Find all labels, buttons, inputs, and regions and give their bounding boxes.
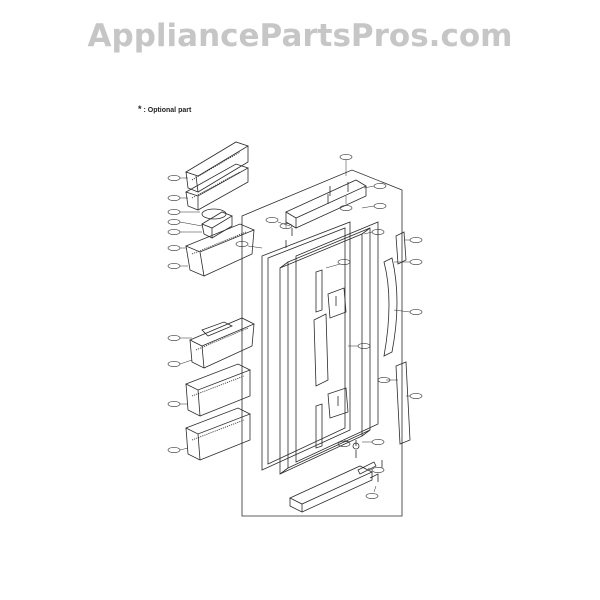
door-bin-lower-1: [185, 363, 251, 417]
door-gasket: [261, 221, 351, 471]
handle-cap-top: [395, 231, 407, 265]
handle-inner: [313, 269, 329, 449]
optional-part-label: : Optional part: [143, 107, 192, 114]
door-bin-top: [185, 141, 249, 193]
bin-clip-parts: [201, 208, 233, 239]
door-bin-large: [184, 223, 256, 277]
door-bin-divided: [189, 317, 255, 369]
callout-bubbles: [167, 154, 423, 499]
hinge-bracket-lower: [327, 387, 349, 419]
screw-set: [285, 182, 383, 468]
optional-star: *: [138, 104, 142, 114]
site-watermark: AppliancePartsPros.com: [87, 18, 513, 54]
door-bottom-cap: [289, 465, 373, 513]
optional-part-note: * : Optional part: [138, 104, 191, 114]
door-bin-group: [184, 141, 256, 461]
door-bin-lower-2: [185, 407, 251, 461]
door-top-cap: [285, 179, 367, 229]
assembly-outline: [241, 169, 403, 517]
door-liner: [279, 227, 371, 475]
hinge-bracket-upper: [327, 287, 347, 319]
handle-trim-lower: [395, 361, 411, 445]
door-outer-panel: [295, 221, 379, 463]
door-bin-second: [185, 163, 249, 211]
bottom-bracket: [357, 461, 379, 482]
door-handle: [383, 257, 398, 357]
leader-lines: [179, 160, 411, 493]
